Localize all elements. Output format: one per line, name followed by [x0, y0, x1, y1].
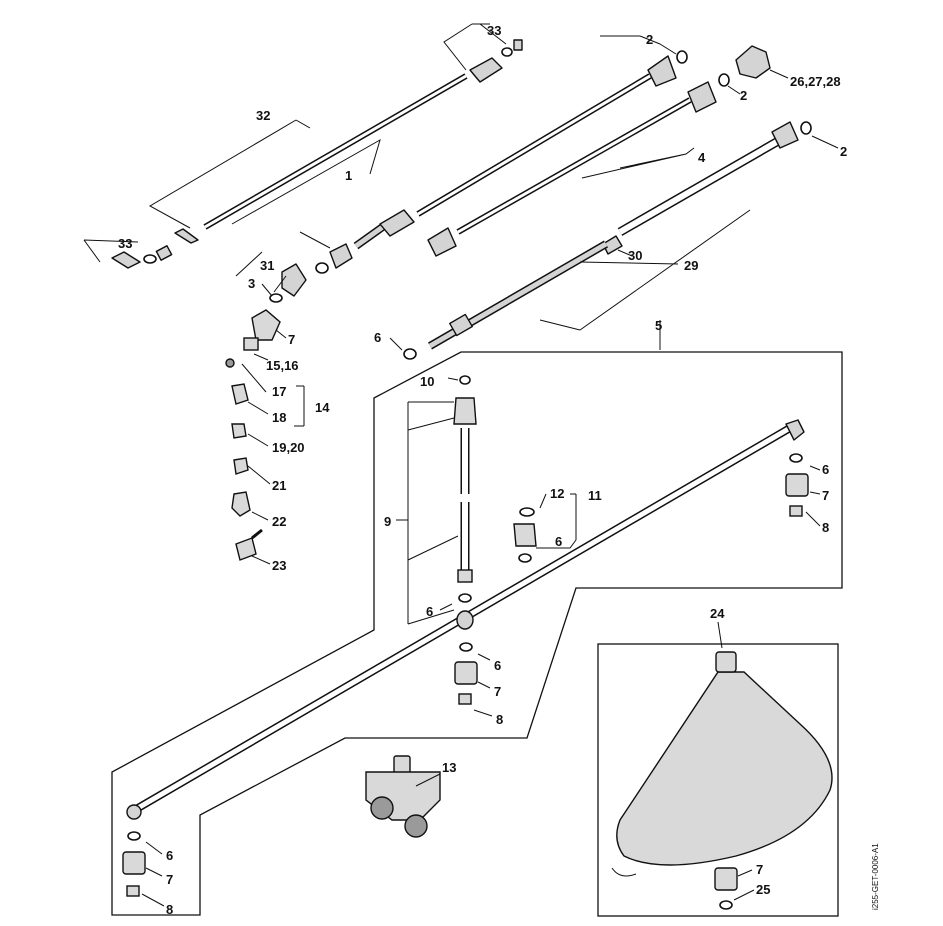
- callout-24: 24: [710, 606, 725, 621]
- callout-4: 4: [698, 150, 706, 165]
- callout-22: 22: [272, 514, 286, 529]
- callout-labels: 33 2 26,27,28 2 32 2 4 1 33 31 30 29 3 7…: [118, 23, 847, 917]
- leader-lines: [83, 23, 839, 907]
- callout-31: 31: [260, 258, 274, 273]
- callout-30: 30: [628, 248, 642, 263]
- part-9-riser-tube: [453, 375, 477, 603]
- callout-14: 14: [315, 400, 330, 415]
- callout-33-top: 33: [487, 23, 501, 38]
- spray-boom-assembly-frame: [111, 351, 843, 916]
- callout-18: 18: [272, 410, 286, 425]
- drawing-code: i255-GET-0006-A1: [871, 843, 880, 910]
- callout-1: 1: [345, 168, 352, 183]
- callout-11: 11: [588, 488, 602, 503]
- part-1-spray-tube: [269, 50, 688, 303]
- callout-6-fitting: 6: [555, 534, 562, 549]
- callout-6-center: 6: [494, 658, 501, 673]
- callout-6-left: 6: [166, 848, 173, 863]
- callout-29: 29: [684, 258, 698, 273]
- part-29-telescopic-tube: [403, 121, 812, 360]
- callout-25: 25: [756, 882, 770, 897]
- callout-6-tube: 6: [374, 330, 381, 345]
- callout-6-riser: 6: [426, 604, 433, 619]
- callout-2-right: 2: [840, 144, 847, 159]
- part-24-spray-shield: [611, 651, 833, 910]
- part-32-extension-tube: [111, 39, 523, 269]
- callout-26-27-28: 26,27,28: [790, 74, 841, 89]
- part-13-distributor: [365, 755, 441, 838]
- callout-21: 21: [272, 478, 286, 493]
- callout-33-left: 33: [118, 236, 132, 251]
- callout-15-16: 15,16: [266, 358, 299, 373]
- callout-17: 17: [272, 384, 286, 399]
- part-column-left: [225, 309, 281, 561]
- callout-7-shield: 7: [756, 862, 763, 877]
- callout-32: 32: [256, 108, 270, 123]
- callout-12: 12: [550, 486, 564, 501]
- callout-13: 13: [442, 760, 456, 775]
- callout-7-column: 7: [288, 332, 295, 347]
- part-boom-bar: [126, 419, 805, 820]
- callout-3: 3: [248, 276, 255, 291]
- nozzle-group-center: [454, 642, 478, 705]
- nozzle-group-right: [785, 453, 809, 517]
- callout-6-right: 6: [822, 462, 829, 477]
- callout-23: 23: [272, 558, 286, 573]
- callout-7-left: 7: [166, 872, 173, 887]
- callout-9: 9: [384, 514, 391, 529]
- part-11-fitting: [513, 507, 537, 563]
- callout-10: 10: [420, 374, 434, 389]
- callout-7-center: 7: [494, 684, 501, 699]
- part-4-spray-tube: [427, 45, 771, 257]
- callout-7-right: 7: [822, 488, 829, 503]
- spray-shield-frame: [597, 643, 839, 917]
- callout-8-left: 8: [166, 902, 173, 917]
- callout-5: 5: [655, 318, 662, 333]
- callout-19-20: 19,20: [272, 440, 305, 455]
- callout-2-mid: 2: [740, 88, 747, 103]
- callout-2-top: 2: [646, 32, 653, 47]
- callout-8-right: 8: [822, 520, 829, 535]
- nozzle-group-left: [122, 831, 146, 897]
- callout-8-center: 8: [496, 712, 503, 727]
